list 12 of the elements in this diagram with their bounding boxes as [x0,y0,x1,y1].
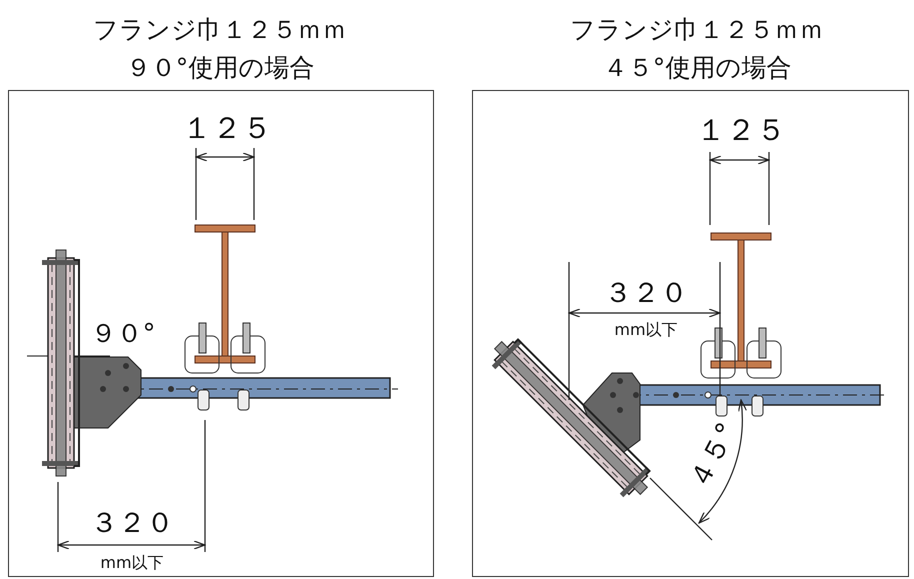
panel-heading: フランジ巾１２５ｍｍ [570,15,824,45]
dimension-label: ３２０ [90,509,174,537]
panel-heading: フランジ巾１２５ｍｍ [93,15,347,45]
unit-label: mm以下 [100,555,164,571]
dimension-label: ３２０ [604,279,688,307]
panel-heading: ９０°使用の場合 [126,53,314,83]
dimension-label: １２５ [696,116,786,146]
angle-label: ４５° [684,418,742,494]
dimension-label: １２５ [182,114,272,144]
unit-label: mm以下 [614,322,678,338]
angle-label: ９０° [90,321,156,347]
panel-heading: ４５°使用の場合 [602,53,792,83]
